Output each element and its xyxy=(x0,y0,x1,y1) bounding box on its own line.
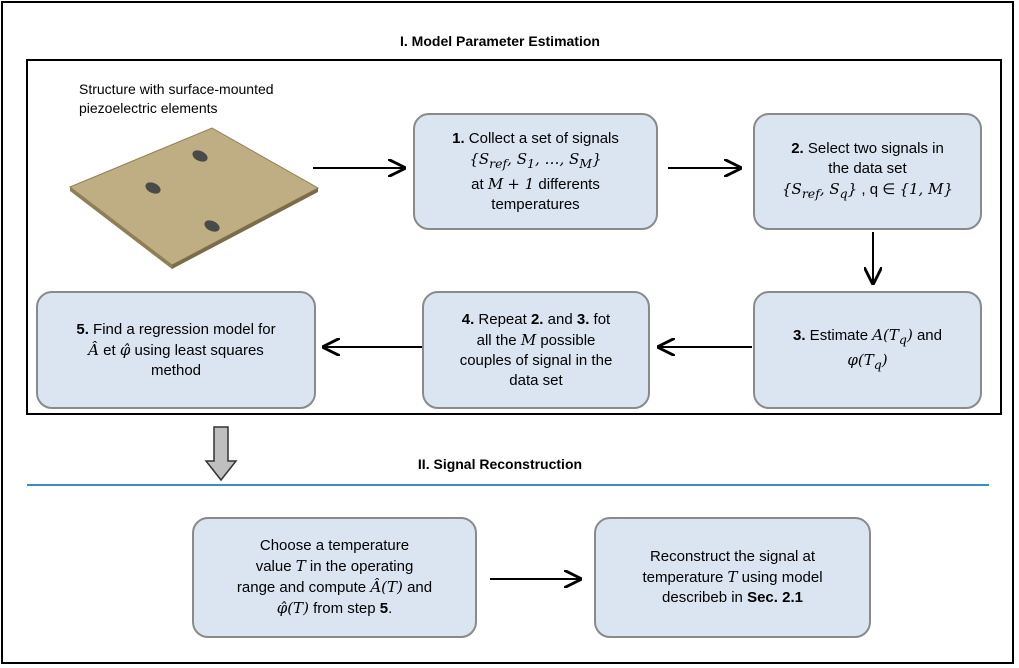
plate-structure xyxy=(69,127,320,269)
model-estimation-panel xyxy=(26,59,1002,415)
step2-text: Select two signals in xyxy=(807,140,944,157)
step1-text: Collect a set of signals xyxy=(468,129,619,147)
step2-signal-set: {Sref, Sq} , q ∈ {1, M} xyxy=(782,180,953,201)
structure-caption-line2: piezoelectric elements xyxy=(79,100,218,116)
step1-temperature-line: at M + 1 differents xyxy=(471,174,600,193)
structure-caption: Structure with surface-mounted piezoelec… xyxy=(79,80,274,118)
step2-box: 2. Select two signals in the data set {S… xyxy=(753,113,982,230)
section-title-signal-reconstruction: II. Signal Reconstruction xyxy=(417,456,583,472)
step2-number: 2. xyxy=(791,140,804,157)
piezo-element xyxy=(145,182,161,194)
structure-caption-line1: Structure with surface-mounted xyxy=(79,81,274,97)
step5-box: 5. Find a regression model for Â et φ̂ u… xyxy=(36,291,316,409)
reconstruct-signal-box: Reconstruct the signal at temperature T … xyxy=(594,517,871,638)
step2-line2: the data set xyxy=(828,160,907,177)
section-divider xyxy=(27,484,989,486)
step1-box: 1. Collect a set of signals {Sref, S1, …… xyxy=(413,113,658,230)
phase-transition-arrow xyxy=(204,426,238,482)
step1-signal-set: {Sref, S1, …, SM} xyxy=(469,149,602,171)
step3-phi: φ(Tq) xyxy=(847,351,888,372)
step4-box: 4. Repeat 2. and 3. fot all the M possib… xyxy=(422,291,650,409)
step1-line4: temperatures xyxy=(491,195,580,213)
choose-temperature-box: Choose a temperature value T in the oper… xyxy=(192,517,477,638)
step1-number: 1. xyxy=(452,129,465,147)
section-title-model-estimation: I. Model Parameter Estimation xyxy=(400,33,600,49)
piezo-element xyxy=(204,220,220,232)
step3-number: 3. xyxy=(793,327,806,344)
piezo-element xyxy=(192,150,208,162)
step3-box: 3. Estimate A(Tq) and φ(Tq) xyxy=(753,291,982,409)
